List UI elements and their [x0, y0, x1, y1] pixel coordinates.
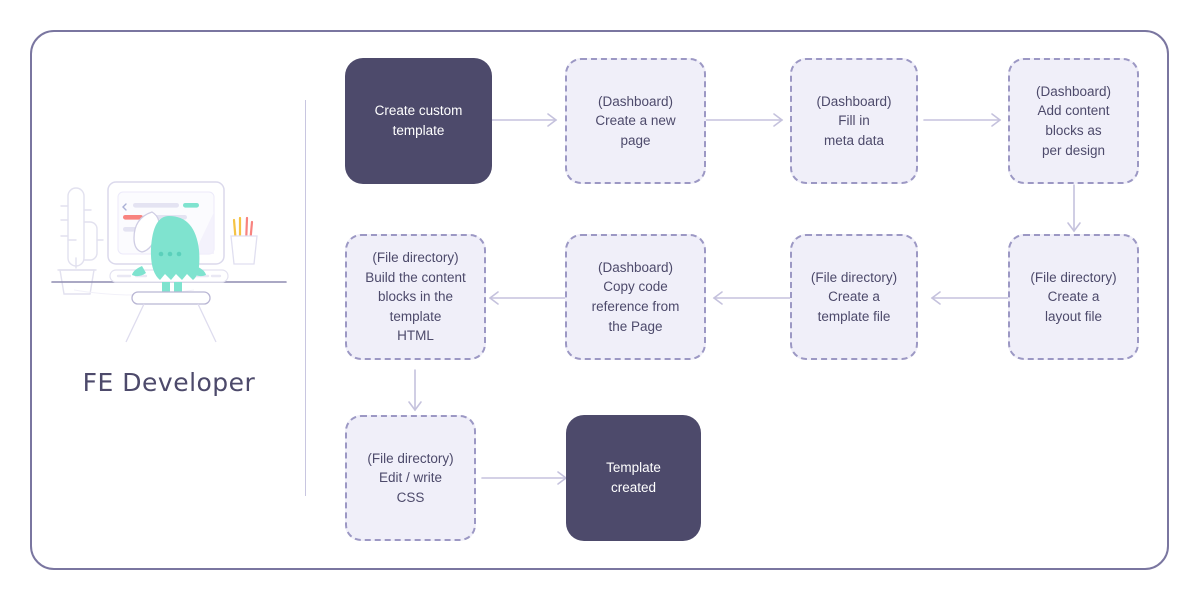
flow-node-create-a-new-page[interactable]: (Dashboard) Create a new page — [565, 58, 706, 184]
flow-node-create-custom-template[interactable]: Create custom template — [345, 58, 492, 184]
flow-node-build-content-blocks[interactable]: (File directory) Build the content block… — [345, 234, 486, 360]
flow-node-edit-write-css[interactable]: (File directory) Edit / write CSS — [345, 415, 476, 541]
flow-node-label: (File directory) Build the content block… — [365, 250, 466, 344]
flow-node-copy-code-reference[interactable]: (Dashboard) Copy code reference from the… — [565, 234, 706, 360]
pencil-cup-icon — [230, 216, 258, 265]
flow-node-create-a-layout-file[interactable]: (File directory) Create a layout file — [1008, 234, 1139, 360]
flow-node-template-created[interactable]: Template created — [566, 415, 701, 541]
flow-node-label: (File directory) Create a layout file — [1030, 269, 1117, 324]
flow-node-label: (Dashboard) Create a new page — [595, 93, 676, 148]
persona-panel: FE Developer — [44, 170, 294, 410]
flow-node-label: (Dashboard) Fill in meta data — [816, 93, 892, 148]
flow-node-label: (Dashboard) Add content blocks as per de… — [1035, 83, 1112, 158]
mascot-creature — [132, 211, 206, 297]
persona-label: FE Developer — [82, 368, 256, 397]
cactus-icon — [57, 187, 104, 295]
panel-divider — [305, 100, 306, 496]
flow-node-label: (Dashboard) Copy code reference from the… — [591, 259, 680, 334]
flow-node-label: (File directory) Create a template file — [810, 269, 898, 324]
flow-node-add-content-blocks[interactable]: (Dashboard) Add content blocks as per de… — [1008, 58, 1139, 184]
developer-at-desk-illustration — [44, 170, 294, 355]
flow-node-fill-in-meta-data[interactable]: (Dashboard) Fill in meta data — [790, 58, 918, 184]
flow-node-create-a-template-file[interactable]: (File directory) Create a template file — [790, 234, 918, 360]
flow-node-label: (File directory) Edit / write CSS — [367, 450, 454, 505]
flow-node-label: Create custom template — [374, 103, 463, 138]
desk-stand — [125, 291, 217, 343]
flow-node-label: Template created — [606, 460, 661, 495]
